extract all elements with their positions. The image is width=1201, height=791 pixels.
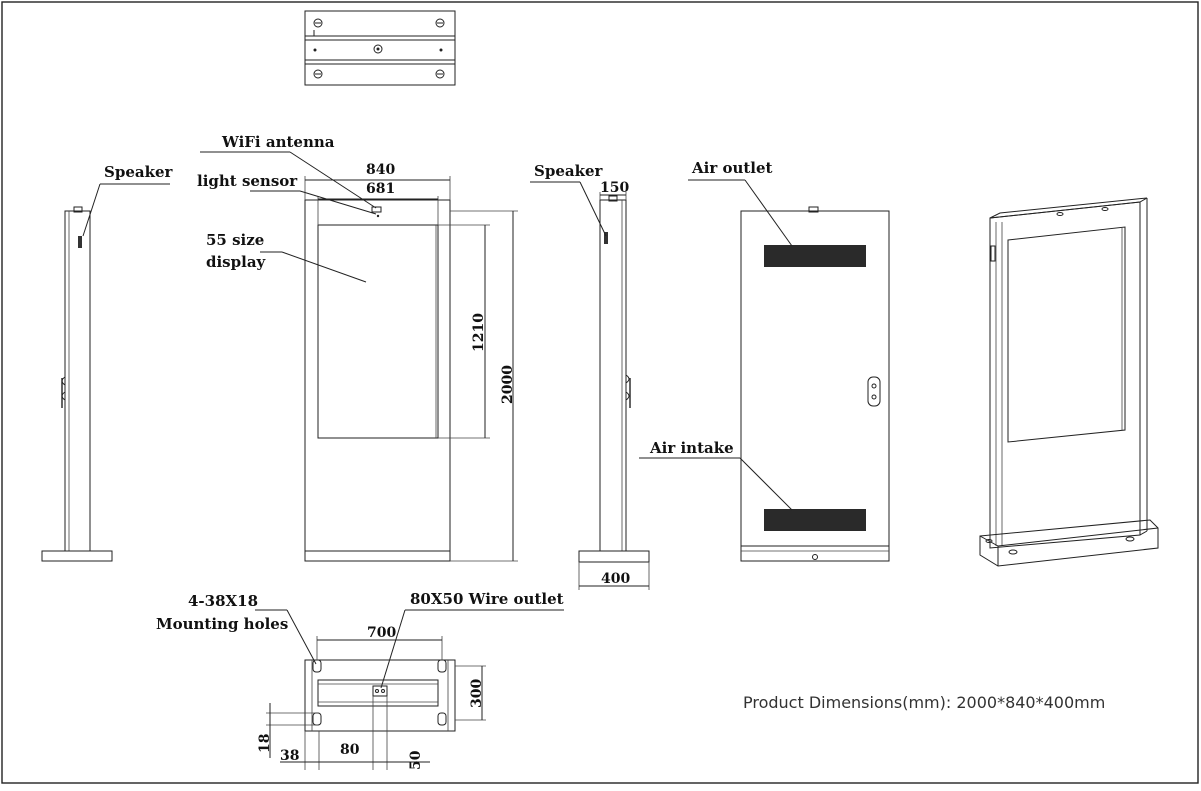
mounting-holes-label-line1: 4-38X18: [188, 592, 258, 610]
dim-18: 18: [257, 734, 273, 753]
left-side-view: [41, 183, 170, 562]
dim-80: 80: [340, 742, 360, 758]
product-dimensions-caption: Product Dimensions(mm): 2000*840*400mm: [743, 693, 1105, 712]
back-view: [639, 179, 890, 562]
dim-38: 38: [280, 748, 299, 764]
speaker-right-label: Speaker: [534, 162, 604, 180]
dim-2000: 2000: [500, 365, 516, 404]
top-bracket-view: [304, 10, 456, 86]
dim-1210: 1210: [471, 313, 487, 352]
speaker-left-label: Speaker: [104, 163, 174, 181]
dim-840: 840: [366, 162, 395, 178]
dim-300: 300: [469, 679, 485, 708]
wifi-antenna-label: WiFi antenna: [221, 133, 335, 151]
base-plan-view: [255, 609, 564, 770]
right-side-view: [530, 181, 650, 590]
dim-700: 700: [367, 625, 396, 641]
dim-50: 50: [408, 750, 424, 770]
dim-400: 400: [601, 571, 630, 587]
air-intake-label: Air intake: [649, 439, 734, 457]
wire-outlet-label: 80X50 Wire outlet: [410, 590, 564, 608]
isometric-view: [979, 197, 1159, 567]
display-label-line2: display: [206, 253, 267, 271]
light-sensor-label: light sensor: [197, 172, 298, 190]
air-outlet-label: Air outlet: [691, 159, 773, 177]
dim-681: 681: [366, 181, 395, 197]
front-view: [200, 151, 518, 562]
mounting-holes-label-line2: Mounting holes: [156, 615, 288, 633]
display-label-line1: 55 size: [206, 231, 264, 249]
dim-150: 150: [600, 180, 629, 196]
